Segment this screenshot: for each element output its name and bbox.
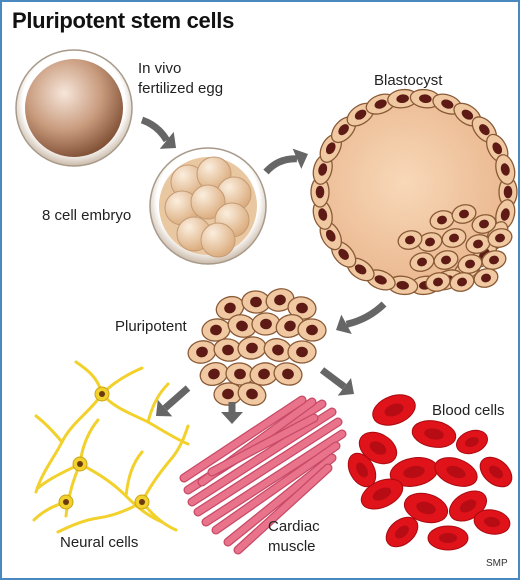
- trophoblast-cell: [495, 154, 516, 185]
- label-neural-cells: Neural cells: [60, 534, 139, 551]
- neuron-body: [94, 386, 110, 402]
- label-egg-line2: fertilized egg: [138, 80, 224, 97]
- neuron-body: [58, 494, 74, 510]
- muscle-fiber: [187, 407, 337, 507]
- eight-cell-embryo: [149, 147, 267, 265]
- arrow-icon: [263, 148, 308, 175]
- pluripotent-cell: [237, 382, 267, 406]
- inner-mass-cell: [397, 230, 423, 250]
- red-blood-cell: [456, 429, 488, 455]
- red-blood-cell: [372, 394, 416, 426]
- label-cardiac-line2: muscle: [268, 538, 316, 555]
- label-blood-cells: Blood cells: [432, 402, 505, 419]
- pluripotent-cell-cluster: [187, 288, 327, 406]
- red-blood-cell: [385, 516, 419, 548]
- pluripotent-cell: [213, 338, 243, 362]
- pluripotent-cell: [251, 312, 281, 336]
- pluripotent-cell: [201, 318, 231, 342]
- muscle-fiber: [193, 417, 343, 517]
- pluripotent-cell: [263, 338, 293, 362]
- inner-mass-cell: [409, 252, 435, 272]
- inner-mass-cell: [481, 250, 507, 270]
- blastomere: [190, 184, 226, 220]
- red-blood-cell: [473, 509, 511, 535]
- red-blood-cell: [358, 431, 398, 465]
- neural-cells: [32, 360, 190, 534]
- muscle-fiber: [233, 463, 333, 555]
- blood-cells: [347, 394, 513, 551]
- inner-mass-cell: [471, 214, 497, 234]
- blastomere: [200, 222, 236, 258]
- pluripotent-cell: [287, 340, 317, 364]
- red-blood-cell: [360, 478, 404, 510]
- inner-mass-cell: [425, 272, 451, 292]
- trophoblast-cell: [498, 176, 518, 208]
- cardiac-muscle-fibers: [179, 395, 347, 555]
- blastocyst: [310, 88, 518, 296]
- inner-mass-cell: [449, 272, 475, 292]
- pluripotent-cell: [265, 288, 295, 312]
- inner-mass-cell: [451, 204, 477, 224]
- pluripotent-cell: [187, 340, 217, 364]
- red-blood-cell: [427, 525, 469, 551]
- credit: SMP: [486, 558, 508, 569]
- red-blood-cell: [403, 492, 449, 524]
- label-embryo: 8 cell embryo: [42, 207, 132, 224]
- neuron-body: [72, 456, 88, 472]
- arrow-group: [140, 116, 387, 424]
- inner-mass-cell: [457, 254, 483, 274]
- inner-mass-cell: [433, 250, 459, 270]
- muscle-fiber: [211, 441, 341, 535]
- label-pluripotent: Pluripotent: [115, 318, 187, 335]
- neurite: [124, 450, 144, 498]
- pluripotent-cell: [237, 336, 267, 360]
- arrow-icon: [336, 301, 387, 334]
- fertilized-egg: [15, 49, 133, 167]
- label-blastocyst: Blastocyst: [374, 72, 443, 89]
- red-blood-cell: [347, 452, 377, 488]
- neuron-body: [134, 494, 150, 510]
- label-egg-line1: In vivo: [138, 60, 182, 77]
- pluripotent-cell: [227, 314, 257, 338]
- page-title: Pluripotent stem cells: [12, 8, 235, 33]
- inner-mass-cell: [441, 228, 467, 248]
- neurite: [56, 500, 144, 534]
- red-blood-cell: [434, 457, 478, 487]
- neurite: [34, 414, 64, 444]
- arrow-icon: [319, 367, 354, 396]
- neurite: [146, 382, 170, 424]
- arrow-icon: [221, 402, 243, 424]
- pluripotent-cell: [249, 362, 279, 386]
- muscle-fiber: [201, 429, 347, 527]
- arrow-icon: [140, 116, 176, 149]
- muscle-fiber: [223, 453, 337, 547]
- pluripotent-cell: [199, 362, 229, 386]
- red-blood-cell: [411, 420, 457, 448]
- muscle-fiber: [207, 413, 319, 477]
- pluripotent-cell: [297, 318, 327, 342]
- pluripotent-cell: [241, 290, 271, 314]
- neurite: [140, 424, 190, 504]
- inner-mass-cell: [417, 232, 443, 252]
- neurite: [34, 392, 104, 494]
- inner-mass-cell: [487, 228, 513, 248]
- muscle-fiber: [179, 395, 307, 483]
- pluripotent-cell: [273, 362, 303, 386]
- red-blood-cell: [479, 456, 513, 488]
- label-cardiac-line1: Cardiac: [268, 518, 320, 535]
- arrow-icon: [156, 385, 191, 417]
- inner-mass-cell: [473, 268, 499, 288]
